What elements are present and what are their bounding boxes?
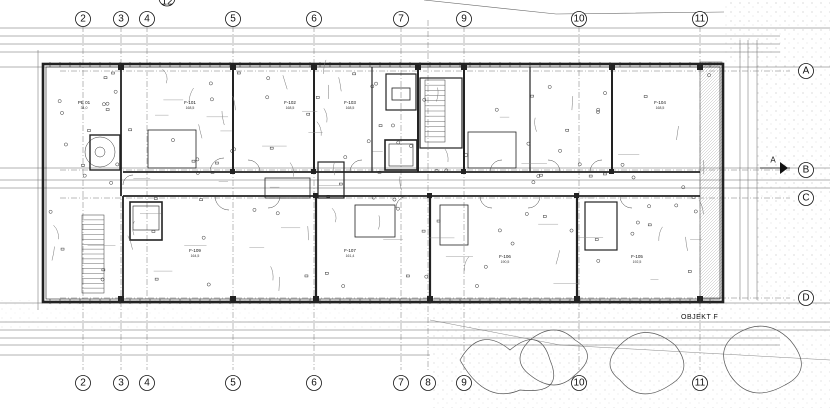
room-area: 34,0: [81, 106, 88, 110]
grid-bubble-bottom-8: 8: [420, 375, 436, 391]
room-name: F-101: [184, 100, 196, 105]
columns: [118, 64, 703, 302]
room-area: 168,5: [286, 106, 295, 110]
grid-bubble-bottom-9: 9: [456, 375, 472, 391]
grid-bubble-bottom-4: 4: [139, 375, 155, 391]
grid-label: 2: [80, 14, 86, 25]
room-name: F-107: [344, 248, 356, 253]
grid-bubble-top-10: 10: [571, 11, 587, 27]
grid-label: 5: [230, 14, 236, 25]
grid-label: 11: [695, 14, 706, 25]
room-area: 168,5: [656, 106, 665, 110]
grid-bubble-bottom-6: 6: [306, 375, 322, 391]
room-area: 168,5: [186, 106, 195, 110]
grid-bubbles-top: 2 3 4 5 6 7 9 10 11: [75, 11, 708, 27]
room-name: F-109: [189, 248, 201, 253]
windows: [49, 62, 711, 304]
grid-label: 10: [573, 378, 585, 389]
room-name: F-106: [499, 254, 511, 259]
grid-label-partial: 12: [161, 0, 173, 8]
grid-bubble-bottom-11: 11: [692, 375, 708, 391]
grid-bubble-top-5: 5: [225, 11, 241, 27]
grid-label: 11: [695, 378, 706, 389]
grid-bubble-partial: 12: [158, 0, 176, 8]
grid-label: B: [803, 165, 810, 176]
room-name: F-102: [284, 100, 296, 105]
grid-label: A: [803, 66, 810, 77]
grid-bubble-right-B: B: [798, 162, 814, 178]
grid-label: 6: [311, 378, 317, 389]
grid-bubble-bottom-10: 10: [571, 375, 587, 391]
grid-bubble-top-2: 2: [75, 11, 91, 27]
room-area: 168,5: [346, 106, 355, 110]
room-area: 190,5: [501, 260, 510, 264]
room-name: F-105: [631, 254, 643, 259]
grid-bubble-top-3: 3: [113, 11, 129, 27]
room-area: 161,4: [346, 254, 355, 258]
grid-label: 9: [461, 14, 467, 25]
grid-label: 7: [398, 378, 404, 389]
grid-label: 10: [573, 14, 585, 25]
grid-label: 7: [398, 14, 404, 25]
grid-label: 4: [144, 378, 150, 389]
grid-bubble-bottom-7: 7: [393, 375, 409, 391]
grid-bubble-right-D: D: [798, 290, 814, 306]
grid-bubble-top-7: 7: [393, 11, 409, 27]
room-name: PE 01: [78, 100, 91, 105]
doors: [122, 157, 633, 211]
room-area: 192,5: [633, 260, 642, 264]
grid-label: 2: [80, 378, 86, 389]
grid-label: C: [802, 193, 809, 204]
room-name: F-103: [344, 100, 356, 105]
grid-bubble-top-11: 11: [692, 11, 708, 27]
trees: [459, 325, 802, 395]
grid-bubble-top-4: 4: [139, 11, 155, 27]
grid-label: 8: [425, 378, 431, 389]
object-label: OBJEKT F: [681, 314, 718, 321]
grid-label: 6: [311, 14, 317, 25]
grid-label: 4: [144, 14, 150, 25]
grid-label: 5: [230, 378, 236, 389]
grid-bubble-top-9: 9: [456, 11, 472, 27]
grid-label: 9: [461, 378, 467, 389]
staircases: [81, 79, 446, 294]
room-area: 164,5: [191, 254, 200, 258]
section-label: A: [770, 156, 776, 165]
electrical-symbols: [48, 59, 711, 291]
grid-label: 3: [118, 14, 124, 25]
room-labels: PE 0134,0F-101168,5F-102168,5F-103168,5F…: [78, 100, 667, 264]
grid-bubble-right-C: C: [798, 190, 814, 206]
room-name: F-104: [654, 100, 666, 105]
grid-bubble-bottom-5: 5: [225, 375, 241, 391]
grid-bubbles-right: A B C D: [798, 63, 814, 306]
grid-bubble-bottom-3: 3: [113, 375, 129, 391]
grid-label: 3: [118, 378, 124, 389]
grid-label: D: [802, 293, 809, 304]
grid-bubble-bottom-2: 2: [75, 375, 91, 391]
grid-bubble-top-6: 6: [306, 11, 322, 27]
section-marker: A: [760, 156, 790, 174]
grid-bubble-right-A: A: [798, 63, 814, 79]
grid-bubbles-bottom: 2 3 4 5 6 7 8 9 10 11: [75, 375, 708, 391]
building-walls: [41, 62, 725, 304]
